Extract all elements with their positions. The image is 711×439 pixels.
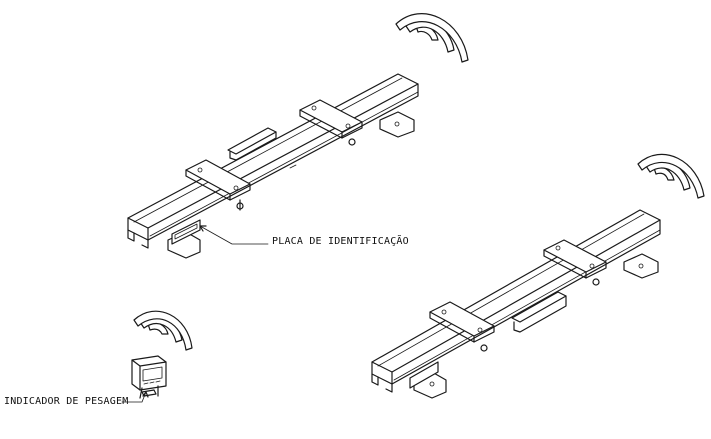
weighing-indicator-icon xyxy=(131,355,167,399)
weighing-bar-bottom xyxy=(371,209,661,399)
wireless-signal-icon xyxy=(395,13,469,63)
wireless-signal-icon xyxy=(637,153,705,199)
placa-leader xyxy=(199,225,269,245)
weighing-bar-top xyxy=(127,73,419,259)
indicador-pesagem-label: INDICADOR DE PESAGEM xyxy=(4,396,129,407)
wireless-signal-icon xyxy=(133,310,193,351)
placa-identificacao-label: PLACA DE IDENTIFICAÇÃO xyxy=(272,236,409,247)
indicador-leader xyxy=(121,391,149,403)
